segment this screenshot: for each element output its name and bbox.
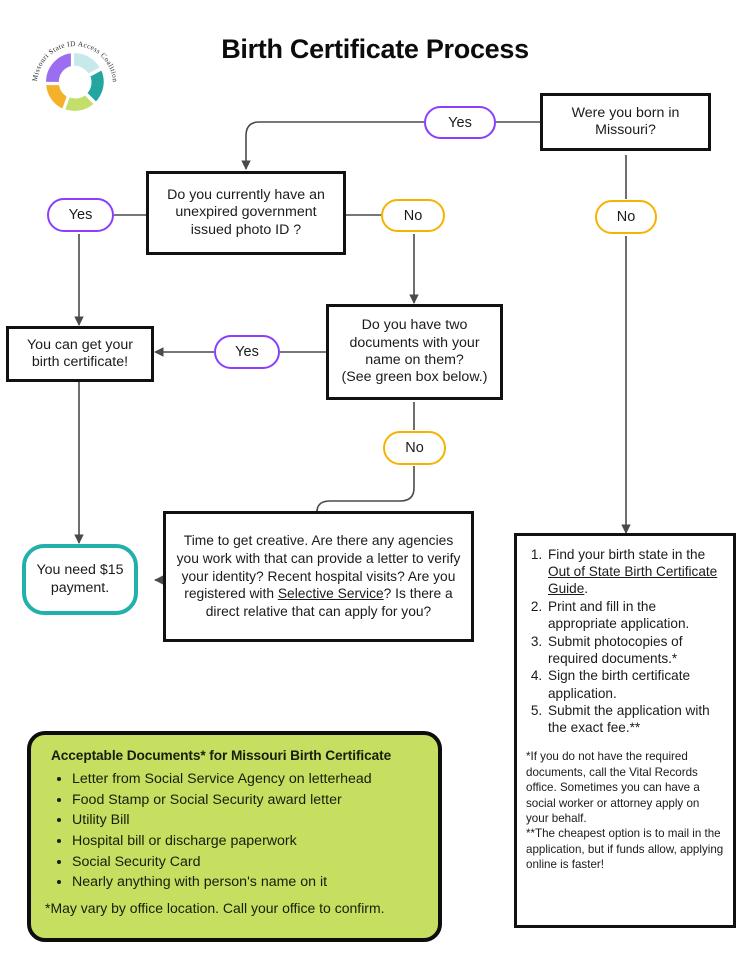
list-item: Hospital bill or discharge paperwork [72,831,424,851]
out-of-state-footnotes: *If you do not have the required documen… [524,749,724,872]
outcome-need-payment-label: You need $15 payment. [36,561,124,596]
pill-no-photo-id-label: No [403,207,423,224]
pill-yes-born-in-missouri[interactable]: Yes [424,106,496,139]
list-item: Food Stamp or Social Security award lett… [72,790,424,810]
acceptable-documents-footnote: *May vary by office location. Call your … [45,900,385,917]
pill-yes-photo-id-label: Yes [68,207,93,223]
list-item: Nearly anything with person's name on it [72,872,424,892]
step-item: Submit the application with the exact fe… [546,702,724,736]
pill-no-two-documents[interactable]: No [383,431,446,465]
out-of-state-steps-list: Find your birth state in the Out of Stat… [524,546,724,736]
decision-two-documents[interactable]: Do you have two documents with your name… [326,304,503,400]
decision-photo-id-label: Do you currently have an unexpired gover… [167,187,325,238]
pill-yes-photo-id[interactable]: Yes [47,198,114,232]
selective-service-link[interactable]: Selective Service [277,586,384,602]
out-of-state-steps-panel: Find your birth state in the Out of Stat… [514,533,736,928]
step-item: Find your birth state in the Out of Stat… [546,546,724,597]
list-item: Utility Bill [72,810,424,830]
step-item: Sign the birth certificate application. [546,667,724,701]
list-item: Social Security Card [72,852,424,872]
pill-no-two-documents-label: No [405,440,424,456]
pill-yes-two-documents[interactable]: Yes [214,335,280,369]
pill-yes-born-in-missouri-label: Yes [448,114,472,131]
step-item: Print and fill in the appropriate applic… [546,598,724,632]
page-title: Birth Certificate Process [221,34,529,64]
decision-two-documents-line2: (See green box below.) [341,369,488,386]
out-of-state-guide-link[interactable]: Out of State Birth Certificate Guide [548,564,718,597]
step-item: Submit photocopies of required documents… [546,633,724,667]
decision-photo-id[interactable]: Do you currently have an unexpired gover… [146,171,346,255]
step-1-before: Find your birth state in the [548,547,706,562]
acceptable-documents-title: Acceptable Documents* for Missouri Birth… [51,748,392,763]
outcome-need-payment[interactable]: You need $15 payment. [22,544,138,615]
get-creative-part1: Time to get creative. Are there any agen… [176,533,461,602]
decision-two-documents-line1: Do you have two documents with your name… [349,317,480,368]
acceptable-documents-panel: Acceptable Documents* for Missouri Birth… [27,731,442,942]
outcome-get-creative-text: Time to get creative. Are there any agen… [173,532,464,621]
outcome-get-creative[interactable]: Time to get creative. Are there any agen… [163,511,474,642]
organization-logo: Missouri State ID Access Coalition [22,26,128,130]
pill-no-born-in-missouri[interactable]: No [595,200,657,234]
outcome-can-get-certificate-label: You can get your birth certificate! [27,336,133,370]
get-creative-part2: ? Is there a direct relative that can ap… [205,586,453,620]
outcome-can-get-certificate[interactable]: You can get your birth certificate! [6,326,154,382]
pill-yes-two-documents-label: Yes [235,344,259,360]
list-item: Letter from Social Service Agency on let… [72,769,424,789]
decision-born-in-missouri[interactable]: Were you born in Missouri? [540,93,711,151]
footnote-single-asterisk: *If you do not have the required documen… [526,750,700,825]
footnote-double-asterisk: **The cheapest option is to mail in the … [526,827,724,872]
acceptable-documents-list: Letter from Social Service Agency on let… [45,769,424,892]
pill-no-born-in-missouri-label: No [616,209,636,225]
step-1-after: . [584,581,589,597]
pill-no-photo-id[interactable]: No [381,199,445,232]
decision-born-in-missouri-label: Were you born in Missouri? [571,104,680,138]
